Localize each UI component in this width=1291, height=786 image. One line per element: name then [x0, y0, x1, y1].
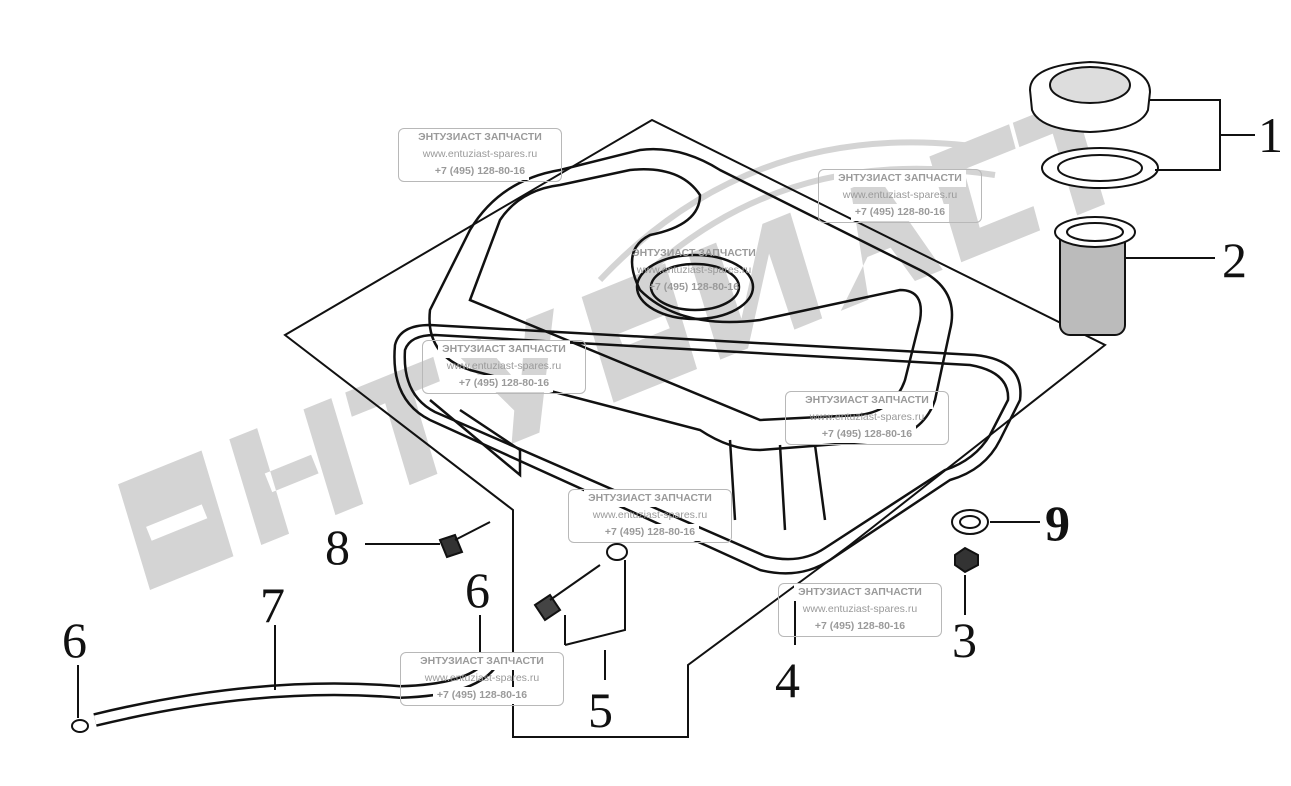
- callout-6-right: 6: [465, 562, 490, 618]
- watermark-stamp: ЭНТУЗИАСТ ЗАПЧАСТИ www.entuziast-spares.r…: [778, 583, 942, 637]
- stamp-phone: +7 (495) 128-80-16: [850, 204, 950, 221]
- stamp-title: ЭНТУЗИАСТ ЗАПЧАСТИ: [438, 341, 570, 358]
- stamp-title: ЭНТУЗИАСТ ЗАПЧАСТИ: [584, 490, 716, 507]
- watermark-stamp: ЭНТУЗИАСТ ЗАПЧАСТИ www.entuziast-spares.r…: [568, 489, 732, 543]
- leader-lines: [77, 99, 1255, 718]
- watermark-stamp: ЭНТУЗИАСТ ЗАПЧАСТИ www.entuziast-spares.r…: [818, 169, 982, 223]
- callout-6-left: 6: [62, 612, 87, 668]
- exploded-view-frame: [283, 118, 1107, 738]
- stamp-url: www.entuziast-spares.ru: [809, 411, 925, 423]
- callout-5: 5: [588, 682, 613, 738]
- small-parts: [71, 509, 989, 733]
- watermark-stamp: ЭНТУЗИАСТ ЗАПЧАСТИ www.entuziast-spares.r…: [785, 391, 949, 445]
- fuel-tank: [393, 147, 1022, 575]
- fuel-cap: [1028, 60, 1159, 189]
- callout-2: 2: [1222, 232, 1247, 288]
- callout-9: 9: [1045, 495, 1070, 551]
- stamp-title: ЭНТУЗИАСТ ЗАПЧАСТИ: [794, 584, 926, 601]
- callout-4: 4: [775, 652, 800, 708]
- stamp-title: ЭНТУЗИАСТ ЗАПЧАСТИ: [414, 129, 546, 146]
- stamp-title: ЭНТУЗИАСТ ЗАПЧАСТИ: [834, 170, 966, 187]
- stamp-title: ЭНТУЗИАСТ ЗАПЧАСТИ: [632, 247, 756, 259]
- stamp-phone: +7 (495) 128-80-16: [648, 281, 740, 293]
- callout-3: 3: [952, 612, 977, 668]
- watermark-stamp: ЭНТУЗИАСТ ЗАПЧАСТИ www.entuziast-spares.r…: [612, 244, 776, 298]
- callout-7: 7: [260, 577, 285, 633]
- stamp-title: ЭНТУЗИАСТ ЗАПЧАСТИ: [801, 392, 933, 409]
- stamp-phone: +7 (495) 128-80-16: [600, 524, 700, 541]
- callout-1: 1: [1258, 107, 1283, 163]
- watermark-stamp: ЭНТУЗИАСТ ЗАПЧАСТИ www.entuziast-spares.r…: [400, 652, 564, 706]
- stamp-url: www.entuziast-spares.ru: [636, 264, 752, 276]
- callout-8: 8: [325, 519, 350, 575]
- stamp-url: www.entuziast-spares.ru: [424, 672, 540, 684]
- stamp-phone: +7 (495) 128-80-16: [817, 426, 917, 443]
- stamp-phone: +7 (495) 128-80-16: [430, 163, 530, 180]
- stamp-phone: +7 (495) 128-80-16: [432, 687, 532, 704]
- watermark-stamp: ЭНТУЗИАСТ ЗАПЧАСТИ www.entuziast-spares.r…: [422, 340, 586, 394]
- stamp-phone: +7 (495) 128-80-16: [810, 618, 910, 635]
- stamp-title: ЭНТУЗИАСТ ЗАПЧАСТИ: [416, 653, 548, 670]
- stamp-url: www.entuziast-spares.ru: [802, 603, 918, 615]
- stamp-url: www.entuziast-spares.ru: [592, 509, 708, 521]
- fuel-strainer: [1054, 216, 1136, 336]
- stamp-phone: +7 (495) 128-80-16: [454, 375, 554, 392]
- stamp-url: www.entuziast-spares.ru: [422, 148, 538, 160]
- watermark-stamp: ЭНТУЗИАСТ ЗАПЧАСТИ www.entuziast-spares.r…: [398, 128, 562, 182]
- stamp-url: www.entuziast-spares.ru: [446, 360, 562, 372]
- stamp-url: www.entuziast-spares.ru: [842, 189, 958, 201]
